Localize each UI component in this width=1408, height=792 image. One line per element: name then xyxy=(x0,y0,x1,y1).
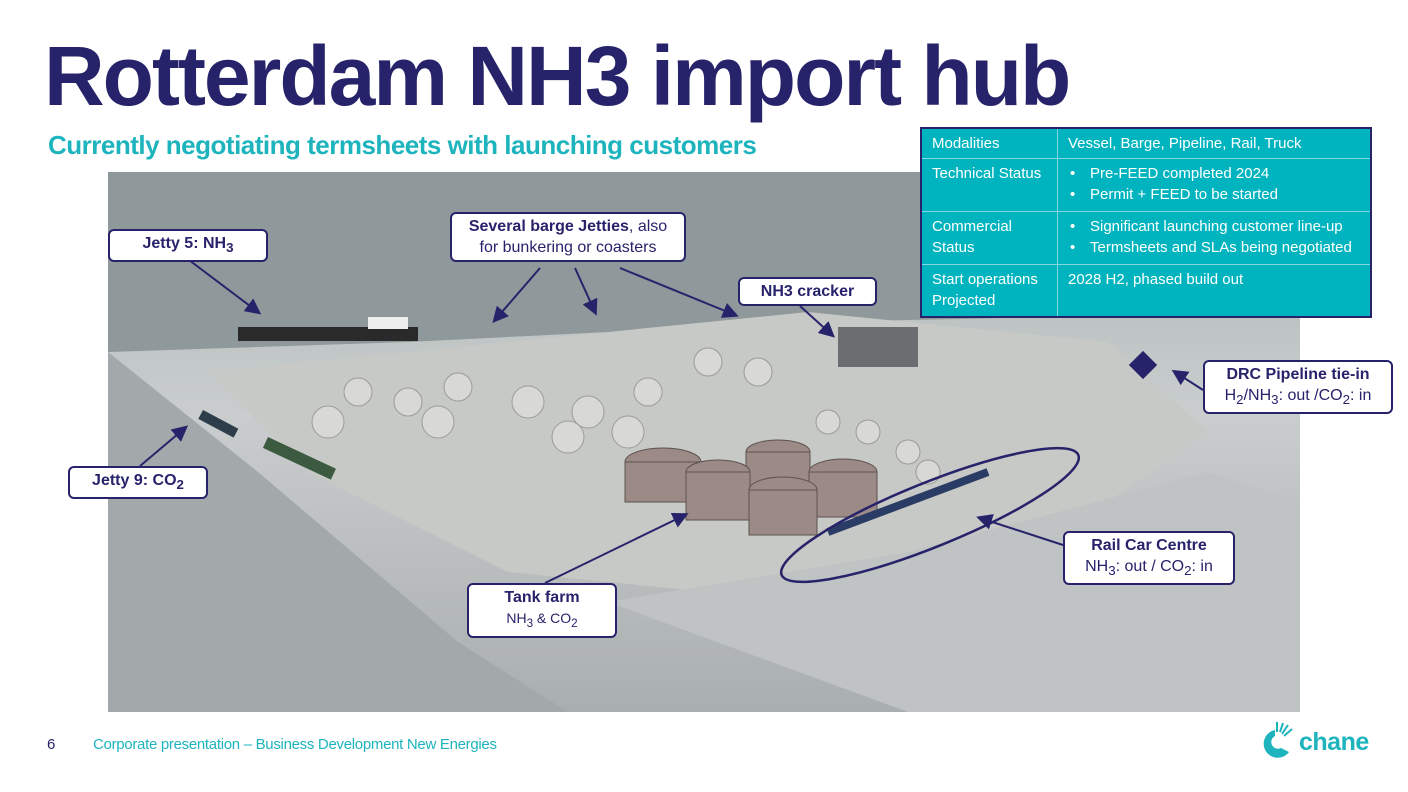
row-label: Modalities xyxy=(922,129,1058,158)
bullet-item: Significant launching customer line-up xyxy=(1068,216,1360,237)
callout-jetty-5: Jetty 5: NH3 xyxy=(108,229,268,263)
row-label: Commercial Status xyxy=(922,212,1058,264)
callout-jetty-9: Jetty 9: CO2 xyxy=(68,466,208,500)
page-subtitle: Currently negotiating termsheets with la… xyxy=(48,130,757,160)
row-label: Start operations Projected xyxy=(922,265,1058,316)
page-title: Rotterdam NH3 import hub xyxy=(44,29,1071,123)
logo-text: chane xyxy=(1299,727,1369,756)
bullet-item: Pre-FEED completed 2024 xyxy=(1068,163,1360,184)
bullet-item: Termsheets and SLAs being negotiated xyxy=(1068,237,1360,258)
row-value: 2028 H2, phased build out xyxy=(1068,271,1244,288)
row-label: Technical Status xyxy=(922,159,1058,211)
project-info-table: Modalities Vessel, Barge, Pipeline, Rail… xyxy=(920,127,1372,318)
company-logo: chane xyxy=(1255,720,1369,764)
table-row: Modalities Vessel, Barge, Pipeline, Rail… xyxy=(922,129,1370,159)
table-row: Technical Status Pre-FEED completed 2024… xyxy=(922,159,1370,212)
callout-nh3-cracker: NH3 cracker xyxy=(738,277,877,306)
table-row: Commercial Status Significant launching … xyxy=(922,212,1370,265)
page-number: 6 xyxy=(47,736,56,753)
bullet-item: Permit + FEED to be started xyxy=(1068,184,1360,205)
table-row: Start operations Projected 2028 H2, phas… xyxy=(922,265,1370,316)
logo-icon xyxy=(1263,722,1293,758)
footer-text: Corporate presentation – Business Develo… xyxy=(93,736,497,753)
row-value: Vessel, Barge, Pipeline, Rail, Truck xyxy=(1068,135,1302,152)
